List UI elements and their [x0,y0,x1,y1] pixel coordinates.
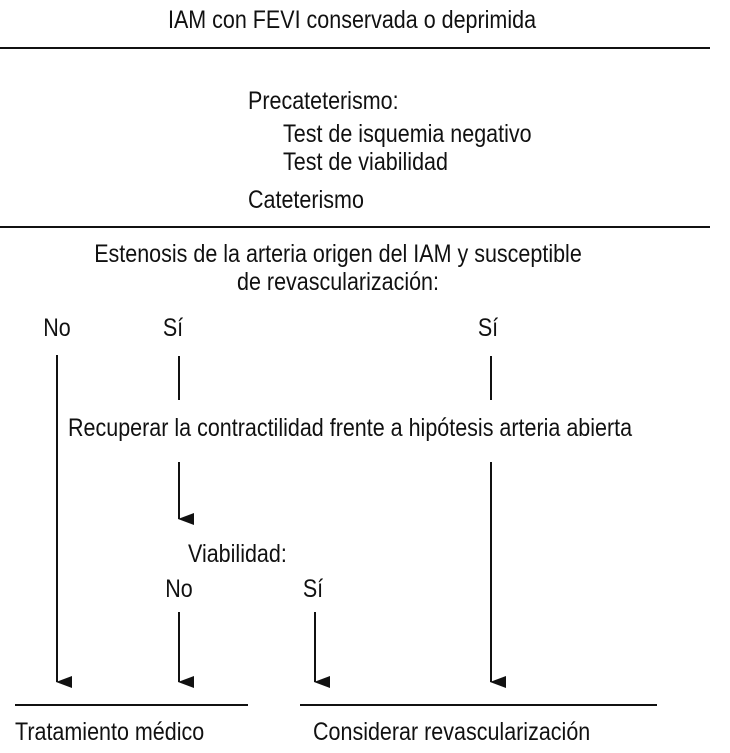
question-line-2: de revascularización: [237,268,439,296]
branch-no: No [43,314,71,342]
branch-yes-left: Sí [162,314,184,342]
precath-heading: Precateterismo: [248,87,399,115]
outcome-consider-revascularization: Considerar revascularización [313,718,591,746]
precath-item-viability-test: Test de viabilidad [283,148,448,176]
middle-statement: Recuperar la contractilidad frente a hip… [68,414,633,442]
viability-heading: Viabilidad: [188,540,287,568]
question-line-1: Estenosis de la arteria origen del IAM y… [94,240,582,268]
branch-yes-right: Sí [477,314,499,342]
diagram-title: IAM con FEVI conservada o deprimida [167,6,537,34]
precath-item-ischemia-test: Test de isquemia negativo [283,120,532,148]
viability-yes: Sí [302,575,324,603]
cath-label: Cateterismo [248,186,364,214]
viability-no: No [165,575,193,603]
outcome-medical-treatment: Tratamiento médico [15,718,205,746]
